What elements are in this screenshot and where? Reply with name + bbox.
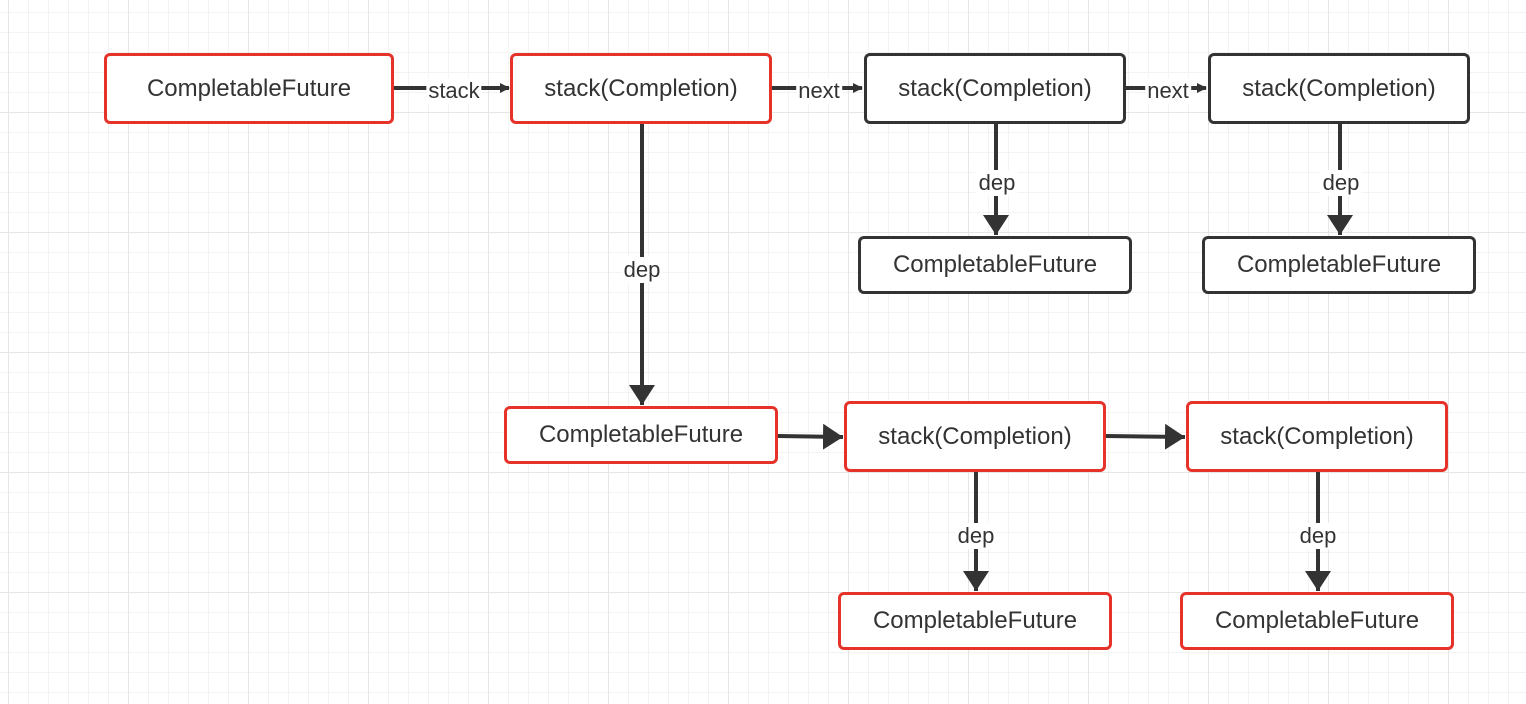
node-cf5[interactable]: CompletableFuture — [1180, 592, 1454, 650]
edge-label-stack: stack — [426, 78, 482, 104]
node-cf0[interactable]: CompletableFuture — [104, 53, 394, 124]
node-st1[interactable]: stack(Completion) — [510, 53, 772, 124]
edge-label-next-2: next — [1145, 78, 1191, 104]
edge-label-dep-st5: dep — [1297, 523, 1339, 549]
edge-label-dep-st1: dep — [621, 257, 663, 283]
node-cf2[interactable]: CompletableFuture — [858, 236, 1132, 294]
node-st2[interactable]: stack(Completion) — [864, 53, 1126, 124]
edge-cf1-st4 — [777, 423, 844, 450]
node-cf3[interactable]: CompletableFuture — [1202, 236, 1476, 294]
node-st3[interactable]: stack(Completion) — [1208, 53, 1470, 124]
node-cf4[interactable]: CompletableFuture — [838, 592, 1112, 650]
node-cf1[interactable]: CompletableFuture — [504, 406, 778, 464]
edge-label-dep-st4: dep — [955, 523, 997, 549]
edge-label-dep-st2: dep — [976, 170, 1018, 196]
node-st4[interactable]: stack(Completion) — [844, 401, 1106, 472]
edge-st4-st5 — [1105, 423, 1186, 450]
node-st5[interactable]: stack(Completion) — [1186, 401, 1448, 472]
edge-label-next-1: next — [796, 78, 842, 104]
edge-label-dep-st3: dep — [1320, 170, 1362, 196]
